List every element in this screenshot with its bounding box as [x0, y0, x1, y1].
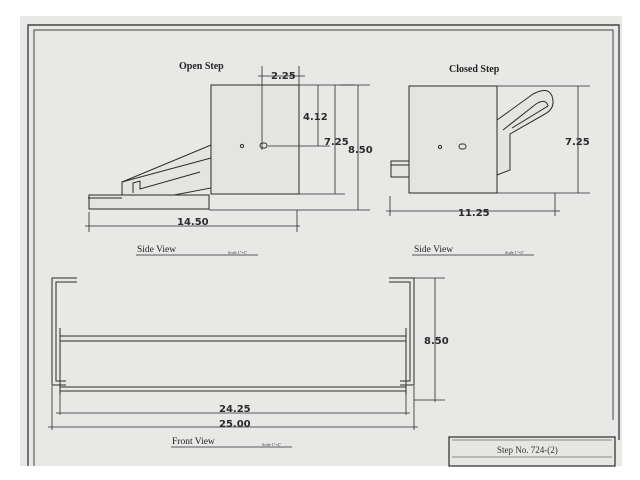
open-step-drawing [88, 84, 300, 210]
dim-open-mid-height: 7.25 [324, 137, 349, 148]
side-view-right-label: Side View [414, 245, 453, 255]
paper [20, 16, 622, 466]
closed-step-title: Closed Step [449, 64, 500, 75]
front-view-dimensions [48, 277, 445, 430]
dim-open-inner-height: 4.12 [303, 112, 328, 123]
step-number: Step No. 724-(2) [497, 445, 558, 455]
side-view-left-scale: Scale 1"=2" [228, 250, 248, 255]
closed-step-dimensions [386, 85, 590, 216]
title-block [448, 436, 616, 467]
front-view-drawing [51, 277, 415, 395]
dim-front-height: 8.50 [424, 336, 449, 347]
dim-front-inner-width: 24.25 [219, 404, 251, 415]
side-view-right-scale: Scale 1"=2" [505, 250, 525, 255]
dim-closed-height: 7.25 [565, 137, 590, 148]
inner-border [33, 29, 614, 466]
open-step-title: Open Step [179, 61, 224, 72]
front-view-label: Front View [172, 437, 215, 447]
dim-open-top-width: 2.25 [271, 71, 296, 82]
dim-closed-length: 11.25 [458, 208, 490, 219]
open-step-dimensions [85, 66, 370, 232]
side-view-left-label: Side View [137, 245, 176, 255]
dim-front-total-width: 25.00 [219, 419, 251, 430]
dim-open-total-height: 8.50 [348, 145, 373, 156]
outer-border [27, 24, 620, 466]
front-view-scale: Scale 1"=2" [262, 442, 282, 447]
closed-step-drawing [390, 85, 554, 194]
dim-open-length: 14.50 [177, 217, 209, 228]
